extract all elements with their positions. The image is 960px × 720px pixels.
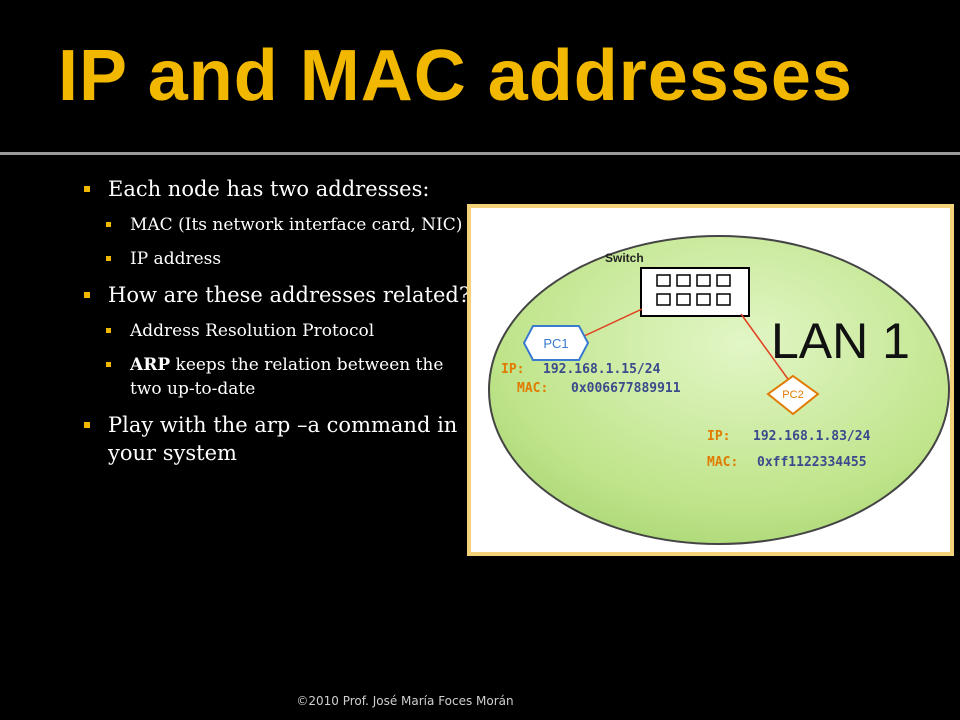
bullet-strong: ARP bbox=[130, 355, 171, 375]
pc2-node: PC2 bbox=[766, 374, 820, 416]
switch-icon bbox=[640, 267, 750, 317]
bullet-level1: Play with the arp –a command in your sys… bbox=[84, 411, 474, 467]
pc1-ip-key: IP: bbox=[501, 362, 524, 377]
bullet-level1: How are these addresses related? bbox=[84, 281, 474, 309]
lan-label: LAN 1 bbox=[771, 313, 910, 369]
switch-label: Switch bbox=[605, 251, 644, 265]
title-divider bbox=[0, 152, 960, 155]
bullet-level2: ARP keeps the relation between the two u… bbox=[106, 353, 474, 401]
pc2-ip-key: IP: bbox=[707, 429, 730, 444]
lan-ellipse bbox=[488, 235, 950, 545]
bullet-level1: Each node has two addresses: bbox=[84, 175, 474, 203]
pc1-ip: 192.168.1.15/24 bbox=[543, 362, 661, 377]
bullet-list: Each node has two addresses: MAC (Its ne… bbox=[84, 175, 474, 477]
pc2-mac-key: MAC: bbox=[707, 455, 738, 470]
slide-title: IP and MAC addresses bbox=[58, 36, 853, 116]
pc2-label: PC2 bbox=[782, 389, 803, 401]
pc2-mac: 0xff1122334455 bbox=[757, 455, 867, 470]
link-pc2 bbox=[740, 313, 794, 387]
slide-footer: ©2010 Prof. José María Foces Morán bbox=[296, 694, 514, 708]
pc2-ip: 192.168.1.83/24 bbox=[753, 429, 871, 444]
bullet-level2: IP address bbox=[106, 247, 474, 271]
link-pc1 bbox=[581, 308, 643, 338]
pc1-node: PC1 bbox=[522, 325, 590, 361]
bullet-level2: Address Resolution Protocol bbox=[106, 319, 474, 343]
title-bar: IP and MAC addresses bbox=[0, 0, 960, 150]
pc1-label: PC1 bbox=[543, 336, 568, 351]
pc1-mac: 0x006677889911 bbox=[571, 381, 681, 396]
bullet-level2: MAC (Its network interface card, NIC) bbox=[106, 213, 474, 237]
lan-diagram: Switch PC1 PC2 LAN 1 IP: 192.168.1.15/24 bbox=[467, 204, 954, 556]
bullet-text: keeps the relation between the two up-to… bbox=[130, 355, 444, 399]
pc1-mac-key: MAC: bbox=[517, 381, 548, 396]
